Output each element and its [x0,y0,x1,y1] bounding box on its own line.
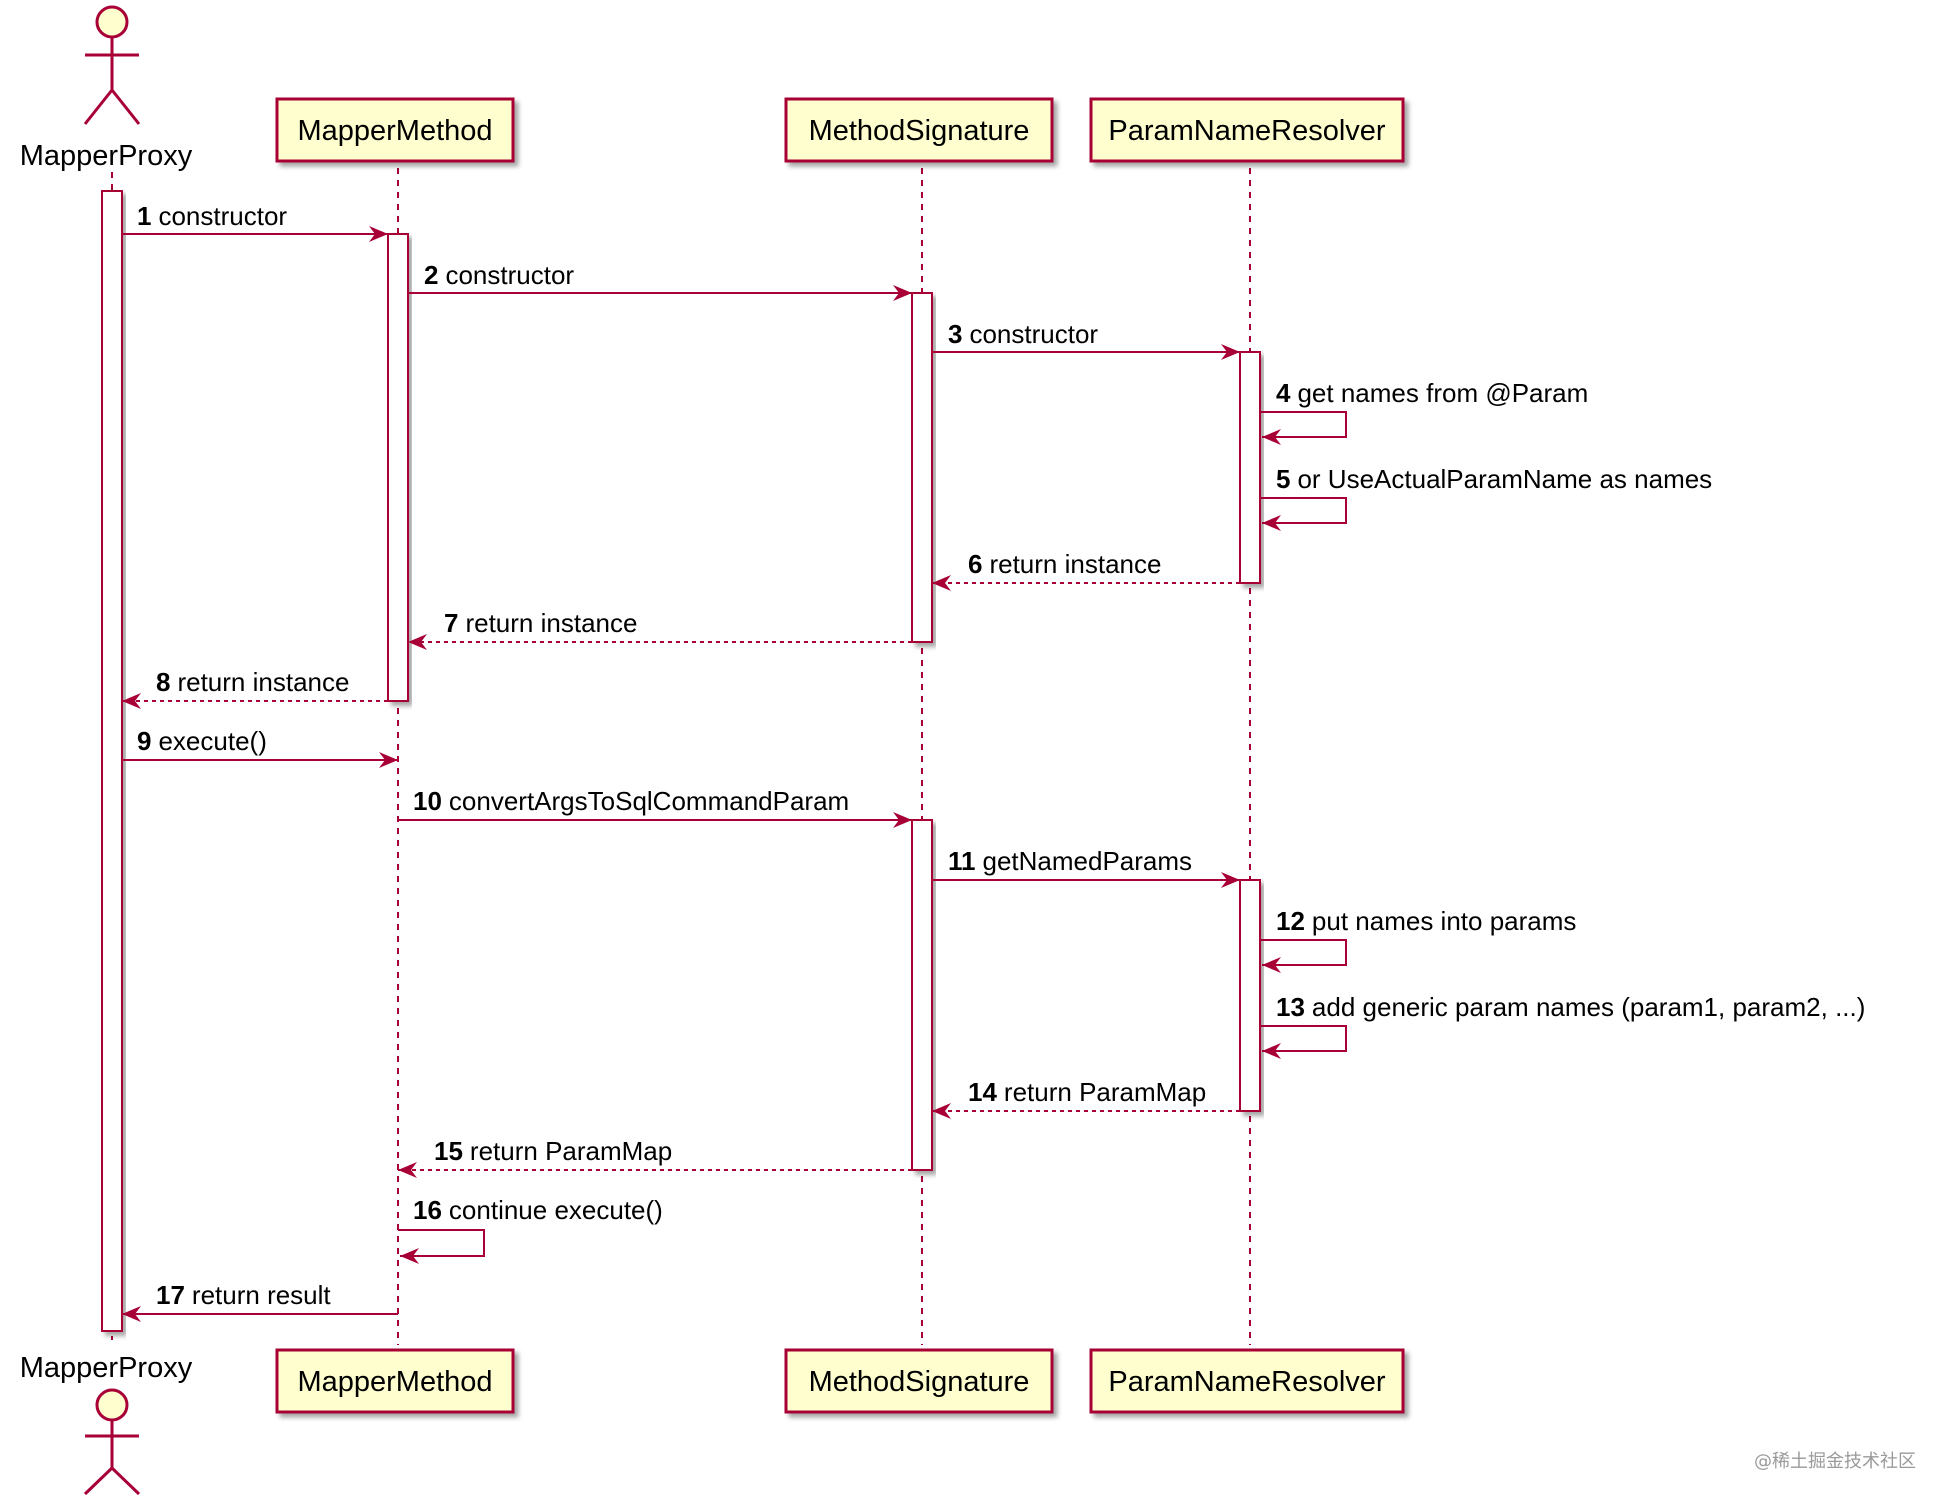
participant-mappermethod-bottom: MapperMethod [275,1348,515,1414]
message-label: getNamedParams [983,846,1193,876]
participants-top: MapperProxy MapperMethod MethodSignature… [20,5,1405,172]
message-number: 2 [424,260,438,290]
message-label: return result [192,1280,331,1310]
message-label: get names from @Param [1297,378,1588,408]
message-label: constructor [969,319,1098,349]
message-number: 4 [1276,378,1291,408]
message-number: 13 [1276,992,1305,1022]
message-number: 17 [156,1280,185,1310]
svg-text:5or UseActualParamName as name: 5or UseActualParamName as names [1276,464,1712,494]
message-label: continue execute() [449,1195,663,1225]
message-number: 16 [413,1195,442,1225]
participant-paramnameresolver-bottom: ParamNameResolver [1089,1348,1405,1414]
message-number: 11 [948,846,976,876]
message-label: constructor [445,260,574,290]
message-number: 5 [1276,464,1290,494]
activation-mappermethod [387,233,409,702]
message-number: 6 [968,549,982,579]
message-label: return ParamMap [1004,1077,1206,1107]
activation-mapperproxy [101,190,123,1332]
participants-bottom: MapperProxy MapperMethod MethodSignature… [20,1348,1405,1496]
participant-label: MapperProxy [20,1352,193,1384]
actor-mapperproxy-bottom: MapperProxy [20,1352,193,1496]
participant-label: MapperMethod [297,1366,492,1398]
activation-methodsignature-1 [911,292,933,643]
message-number: 7 [444,608,458,638]
participant-label: ParamNameResolver [1108,115,1386,147]
actor-figure-icon [83,5,141,125]
message-label: or UseActualParamName as names [1297,464,1712,494]
participant-label: MapperMethod [297,115,492,147]
activation-paramnameresolver-2 [1239,879,1261,1112]
message-number: 1 [137,201,151,231]
message-label: constructor [158,201,287,231]
message-number: 14 [968,1077,997,1107]
message-number: 10 [413,786,442,816]
message-number: 15 [434,1136,463,1166]
participant-paramnameresolver-top: ParamNameResolver [1089,97,1405,163]
actor-mapperproxy-top: MapperProxy [20,5,193,172]
participant-label: MapperProxy [20,140,193,172]
message-label: convertArgsToSqlCommandParam [449,786,849,816]
activations [101,190,1261,1332]
participant-methodsignature-top: MethodSignature [784,97,1054,163]
message-label: return ParamMap [470,1136,672,1166]
message-number: 9 [137,726,151,756]
watermark: @稀土掘金技术社区 [1754,1451,1916,1472]
message-label: return instance [465,608,637,638]
activation-methodsignature-2 [911,819,933,1171]
message-label: return instance [177,667,349,697]
participant-label: MethodSignature [809,1366,1030,1398]
participant-methodsignature-bottom: MethodSignature [784,1348,1054,1414]
activation-paramnameresolver-1 [1239,351,1261,584]
message-label: put names into params [1312,906,1576,936]
message-label: return instance [989,549,1161,579]
participant-label: MethodSignature [809,115,1030,147]
participant-label: ParamNameResolver [1108,1366,1386,1398]
participant-mappermethod-top: MapperMethod [275,97,515,163]
message-label: add generic param names (param1, param2,… [1312,992,1865,1022]
message-number: 8 [156,667,170,697]
message-number: 3 [948,319,962,349]
message-number: 12 [1276,906,1305,936]
message-label: execute() [158,726,266,756]
actor-figure-icon [83,1388,141,1496]
